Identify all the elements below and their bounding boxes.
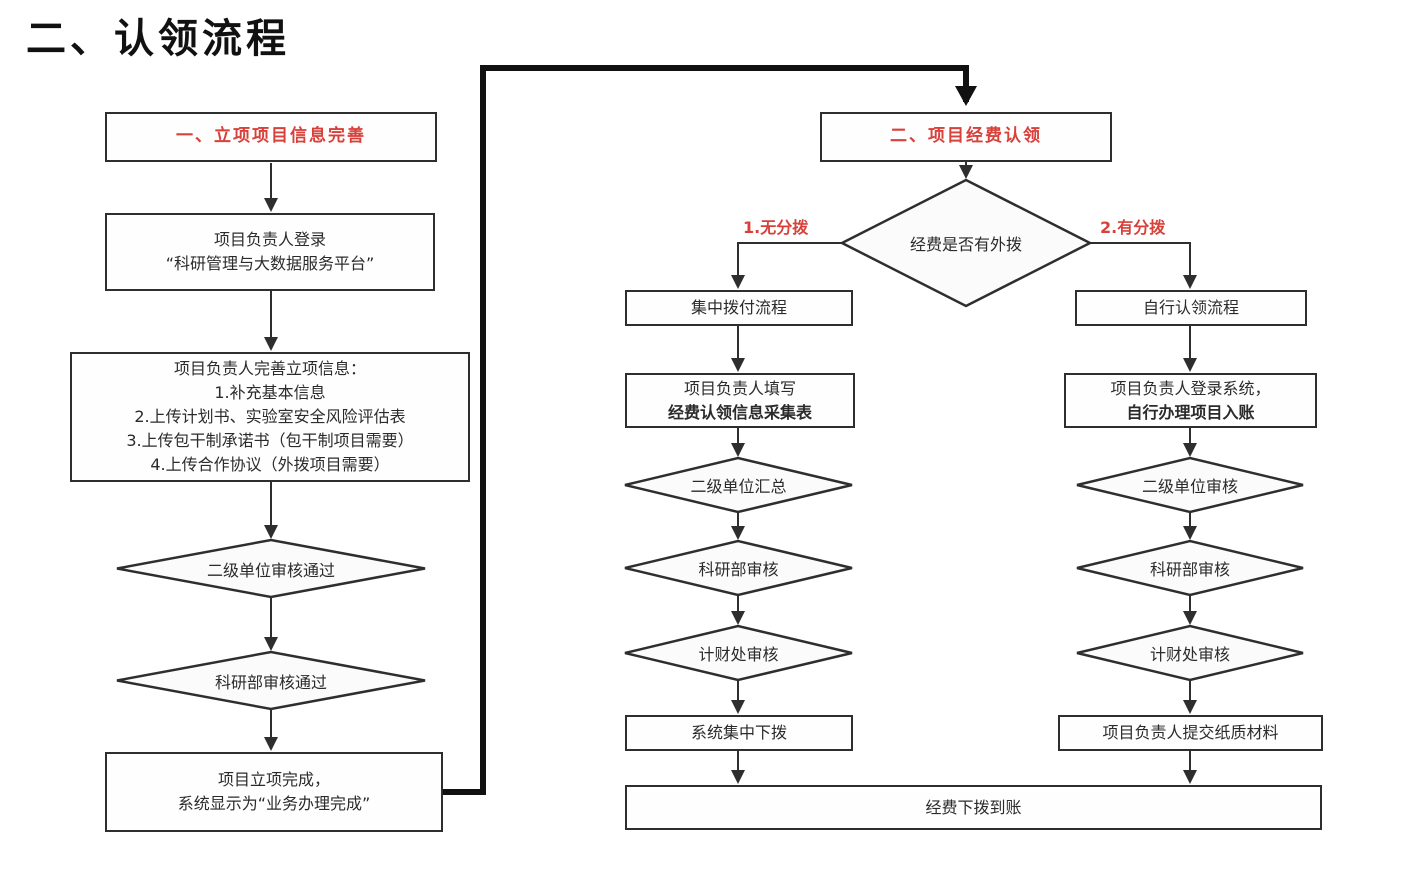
box-left-header-label: 一、立项项目信息完善 xyxy=(176,126,366,147)
diamond-central-review2 xyxy=(624,539,853,597)
central-start-label: 集中拨付流程 xyxy=(690,298,787,317)
diamond-left-review1 xyxy=(116,538,426,599)
box-central-fill-form: 项目负责人填写 经费认领信息采集表 xyxy=(625,373,855,428)
arrow-branch-has-allocation xyxy=(1090,242,1197,289)
branch-label-has-allocation: 2.有分拨 xyxy=(1100,218,1166,237)
box-claim-header: 二、项目经费认领 xyxy=(820,112,1112,162)
box-left-login: 项目负责人登录 “科研管理与大数据服务平台” xyxy=(105,213,435,291)
box-self-login: 项目负责人登录系统， 自行办理项目入账 xyxy=(1064,373,1317,428)
diamond-self-review1 xyxy=(1076,456,1304,514)
box-left-header: 一、立项项目信息完善 xyxy=(105,112,437,162)
left-login-line2: “科研管理与大数据服务平台” xyxy=(165,254,375,273)
box-self-start: 自行认领流程 xyxy=(1075,290,1307,326)
complete-info-line5: 4.上传合作协议（外拨项目需要） xyxy=(150,455,390,474)
box-central-dispatch: 系统集中下拨 xyxy=(625,715,853,751)
diamond-central-review1 xyxy=(624,456,853,514)
box-claim-header-label: 二、项目经费认领 xyxy=(890,126,1042,147)
box-left-done: 项目立项完成， 系统显示为“业务办理完成” xyxy=(105,752,443,832)
central-fill-line2: 经费认领信息采集表 xyxy=(667,402,812,422)
diamond-left-review2 xyxy=(116,650,426,711)
box-central-start: 集中拨付流程 xyxy=(625,290,853,326)
central-fill-line1: 项目负责人填写 xyxy=(683,378,796,398)
self-login-line2: 自行办理项目入账 xyxy=(1126,402,1255,422)
complete-info-line2: 1.补充基本信息 xyxy=(214,383,326,402)
left-login-line1: 项目负责人登录 xyxy=(213,230,326,249)
page-title: 二、认领流程 xyxy=(26,16,290,62)
box-final-funds-arrived: 经费下拨到账 xyxy=(625,785,1322,830)
complete-info-line4: 3.上传包干制承诺书（包干制项目需要） xyxy=(126,431,414,450)
diamond-decision-allocation xyxy=(839,178,1093,308)
left-done-line1: 项目立项完成， xyxy=(217,770,330,789)
diamond-self-review2 xyxy=(1076,539,1304,597)
branch-label-no-allocation: 1.无分拨 xyxy=(743,218,809,237)
diamond-central-review3 xyxy=(624,624,853,682)
final-label: 经费下拨到账 xyxy=(925,797,1022,817)
complete-info-line1: 项目负责人完善立项信息： xyxy=(173,359,366,378)
box-self-submit-materials: 项目负责人提交纸质材料 xyxy=(1058,715,1323,751)
central-dispatch-label: 系统集中下拨 xyxy=(690,723,787,742)
complete-info-line3: 2.上传计划书、实验室安全风险评估表 xyxy=(134,407,406,426)
arrow-branch-no-allocation xyxy=(731,242,842,289)
self-start-label: 自行认领流程 xyxy=(1142,298,1239,317)
self-submit-label: 项目负责人提交纸质材料 xyxy=(1102,723,1279,742)
self-login-line1: 项目负责人登录系统， xyxy=(1110,378,1271,398)
thick-connector-done-to-claim xyxy=(443,65,977,795)
diamond-self-review3 xyxy=(1076,624,1304,682)
left-done-line2: 系统显示为“业务办理完成” xyxy=(177,794,371,813)
box-left-complete-info: 项目负责人完善立项信息： 1.补充基本信息 2.上传计划书、实验室安全风险评估表… xyxy=(70,352,470,482)
